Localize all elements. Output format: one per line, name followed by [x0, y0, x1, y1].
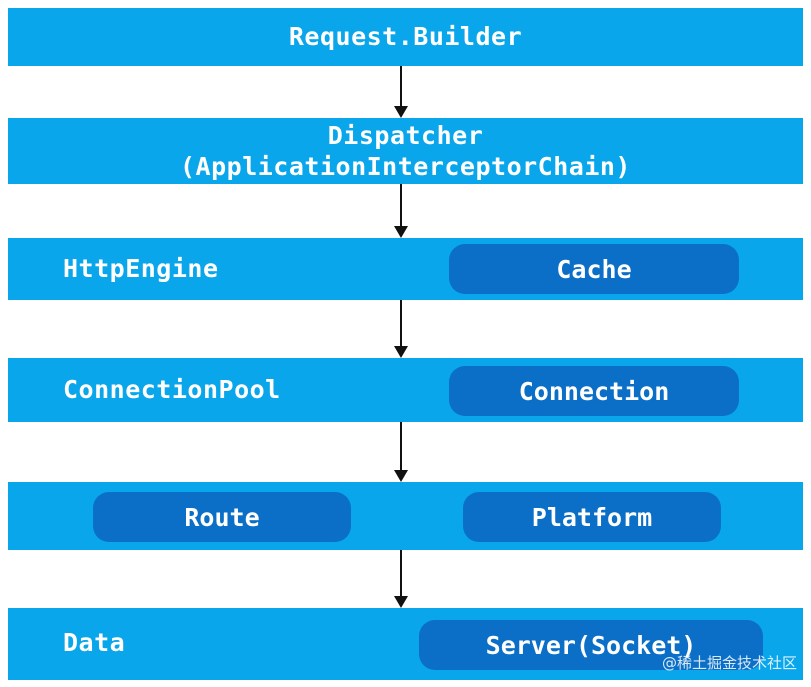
dispatcher-sublabel: (ApplicationInterceptorChain): [180, 152, 631, 181]
data-layer: Data Server(Socket): [8, 608, 803, 680]
cache-box: Cache: [449, 244, 739, 294]
arrow-3: [394, 300, 408, 358]
arrow-1: [394, 66, 408, 118]
connection-pool-label: ConnectionPool: [63, 375, 281, 404]
http-engine-label: HttpEngine: [63, 254, 219, 283]
arrow-5: [394, 550, 408, 608]
platform-box: Platform: [463, 492, 721, 542]
dispatcher-layer: Dispatcher (ApplicationInterceptorChain): [8, 118, 803, 184]
server-socket-box: Server(Socket): [419, 620, 763, 670]
request-builder-layer: Request.Builder: [8, 8, 803, 66]
connection-box: Connection: [449, 366, 739, 416]
http-engine-layer: HttpEngine Cache: [8, 238, 803, 300]
route-box: Route: [93, 492, 351, 542]
arrow-4: [394, 422, 408, 482]
dispatcher-label: Dispatcher: [327, 121, 484, 150]
route-platform-layer: Route Platform: [8, 482, 803, 550]
data-label: Data: [63, 628, 126, 657]
connection-pool-layer: ConnectionPool Connection: [8, 358, 803, 422]
watermark: @稀土掘金技术社区: [661, 654, 797, 672]
request-builder-label: Request.Builder: [288, 22, 523, 51]
arrow-2: [394, 184, 408, 238]
